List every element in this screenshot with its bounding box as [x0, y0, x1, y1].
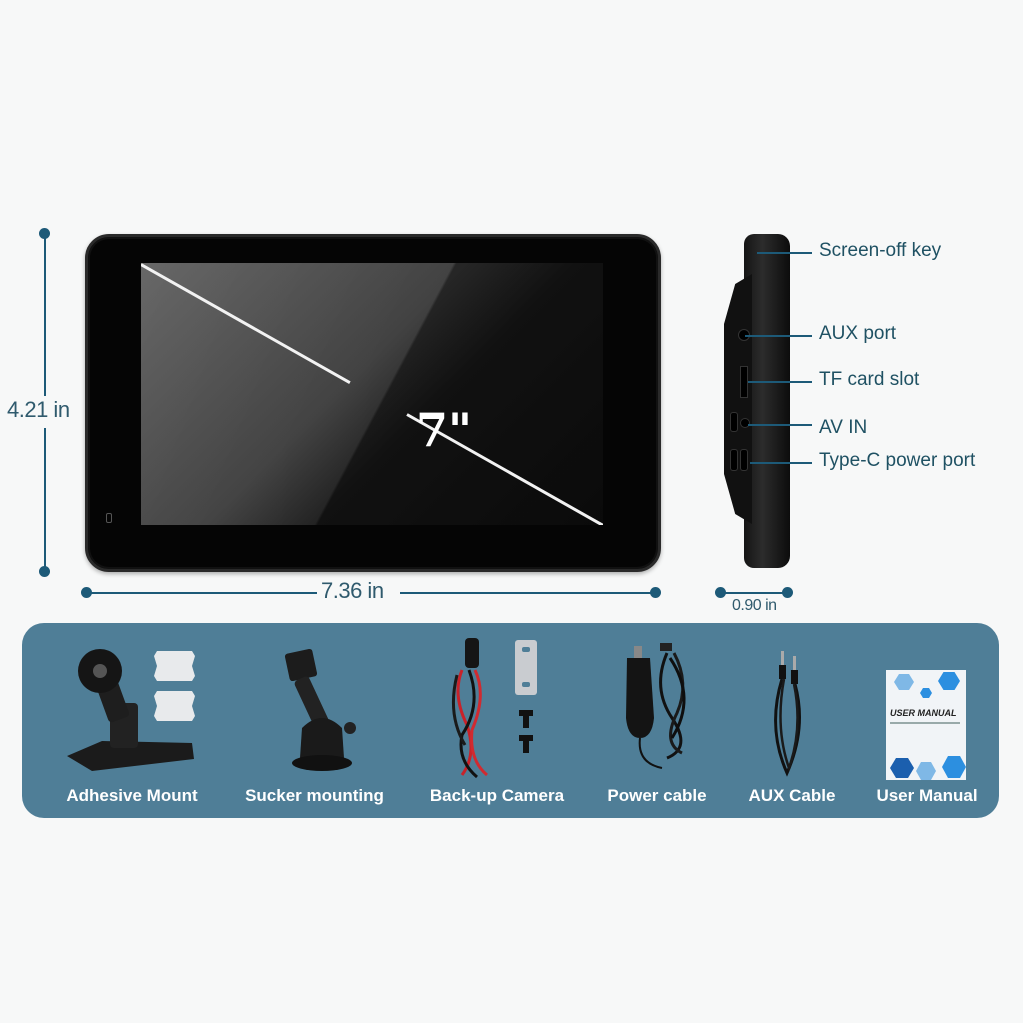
callout-type-c-power-port: Type-C power port — [819, 450, 976, 471]
accessory-label: Sucker mounting — [245, 786, 384, 805]
tf-card-slot-hole — [740, 366, 748, 398]
callout-av-in: AV IN — [819, 417, 868, 438]
screen-size-label: 7" — [416, 403, 472, 457]
height-dimension-label: 4.21 in — [7, 397, 70, 422]
accessory-user-manual: USER MANUAL User Manual — [862, 623, 992, 818]
user-manual-icon: USER MANUAL — [886, 670, 966, 780]
accessory-label: Power cable — [607, 786, 707, 805]
height-dim-line-top — [44, 234, 46, 396]
accessory-label: Adhesive Mount — [66, 786, 198, 805]
width-dimension-label: 7.36 in — [321, 578, 384, 603]
suction-mount-icon — [284, 648, 356, 771]
depth-dim-line — [721, 592, 787, 594]
backup-camera-cable-icon — [451, 638, 537, 779]
width-dim-line-right — [400, 592, 655, 594]
car-charger-cable-icon — [626, 643, 686, 769]
microphone-icon — [106, 513, 112, 523]
depth-dimension-label: 0.90 in — [732, 597, 777, 614]
tablet-screen: 7" — [141, 263, 603, 525]
av-in-hole — [740, 418, 750, 428]
adhesive-mount-icon — [67, 649, 195, 771]
accessory-backup-camera: Back-up Camera — [417, 623, 577, 818]
aux-cable-icon — [774, 651, 801, 777]
accessory-adhesive-mount: Adhesive Mount — [52, 623, 212, 818]
accessory-label: User Manual — [876, 786, 978, 805]
callout-aux-port: AUX port — [819, 323, 897, 344]
height-dim-line-bottom — [44, 428, 46, 570]
tablet-side-view — [724, 234, 792, 568]
callout-screen-off-key: Screen-off key — [819, 240, 942, 261]
accessories-panel: Adhesive Mount Sucker mounting Back-up C… — [22, 623, 999, 818]
accessory-aux-cable: AUX Cable — [732, 623, 852, 818]
accessory-label: Back-up Camera — [429, 786, 565, 805]
accessory-power-cable: Power cable — [592, 623, 722, 818]
type-c-port-hole — [740, 449, 748, 471]
manual-cover-title: USER MANUAL — [890, 708, 957, 718]
width-dim-left-dot — [81, 587, 92, 598]
tablet-front-view: 7" — [85, 234, 661, 572]
width-dim-line-left — [87, 592, 317, 594]
depth-dim-left-dot — [715, 587, 726, 598]
accessory-sucker-mounting: Sucker mounting — [232, 623, 397, 818]
callout-tf-card-slot: TF card slot — [819, 369, 920, 390]
height-dim-bottom-dot — [39, 566, 50, 577]
accessory-label: AUX Cable — [748, 786, 836, 805]
depth-dim-right-dot — [782, 587, 793, 598]
height-dim-top-dot — [39, 228, 50, 239]
width-dim-right-dot — [650, 587, 661, 598]
